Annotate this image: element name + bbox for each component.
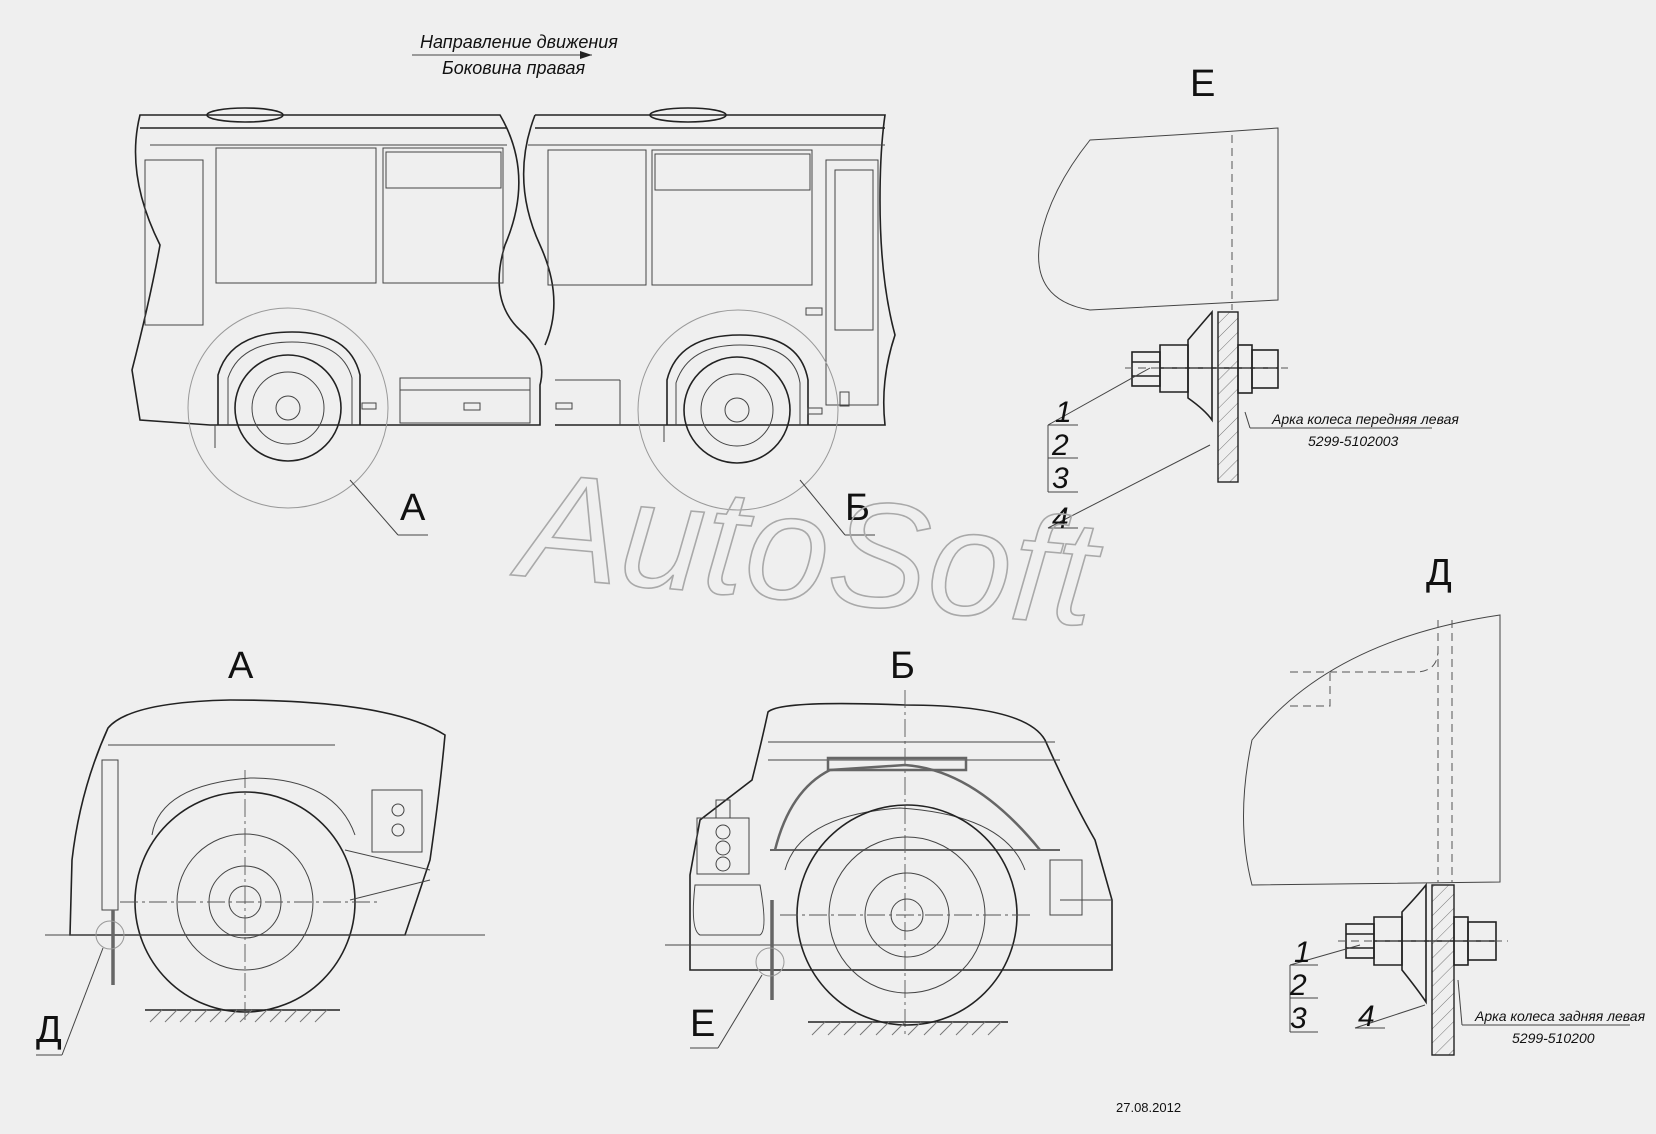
detail-e-callout: Е xyxy=(690,1003,715,1045)
view-a-drawing xyxy=(36,699,485,1056)
view-e-title: Е xyxy=(1190,63,1215,105)
view-a-callout: А xyxy=(400,487,426,529)
view-a-title: А xyxy=(228,645,254,687)
detail-e xyxy=(1038,127,1432,529)
bus-side-view xyxy=(131,107,896,536)
detail-d-item-2: 2 xyxy=(1289,969,1307,1002)
detail-e-item-4: 4 xyxy=(1052,502,1069,535)
direction-label: Направление движения xyxy=(420,32,618,52)
detail-e-item-2: 2 xyxy=(1051,429,1069,462)
detail-e-part-number: 5299-5102003 xyxy=(1308,433,1399,449)
view-b-title: Б xyxy=(890,645,915,687)
detail-d xyxy=(1243,614,1630,1056)
detail-d-item-4: 4 xyxy=(1358,1000,1375,1033)
view-b-drawing xyxy=(665,690,1113,1049)
view-d-title: Д xyxy=(1426,552,1452,594)
detail-e-item-3: 3 xyxy=(1052,462,1069,495)
side-label: Боковина правая xyxy=(442,58,585,78)
detail-d-item-1: 1 xyxy=(1294,936,1311,969)
detail-d-part-name: Арка колеса задняя левая xyxy=(1474,1008,1646,1024)
detail-e-item-1: 1 xyxy=(1055,396,1072,429)
watermark: AutoSoft xyxy=(507,439,1108,658)
detail-d-callout: Д xyxy=(36,1009,62,1051)
header: Направление движения Боковина правая xyxy=(412,32,618,78)
drawing-date: 27.08.2012 xyxy=(1116,1100,1181,1115)
detail-d-part-number: 5299-510200 xyxy=(1512,1030,1595,1046)
detail-d-item-3: 3 xyxy=(1290,1002,1307,1035)
view-b-callout: Б xyxy=(845,487,870,529)
detail-e-part-name: Арка колеса передняя левая xyxy=(1271,411,1459,427)
